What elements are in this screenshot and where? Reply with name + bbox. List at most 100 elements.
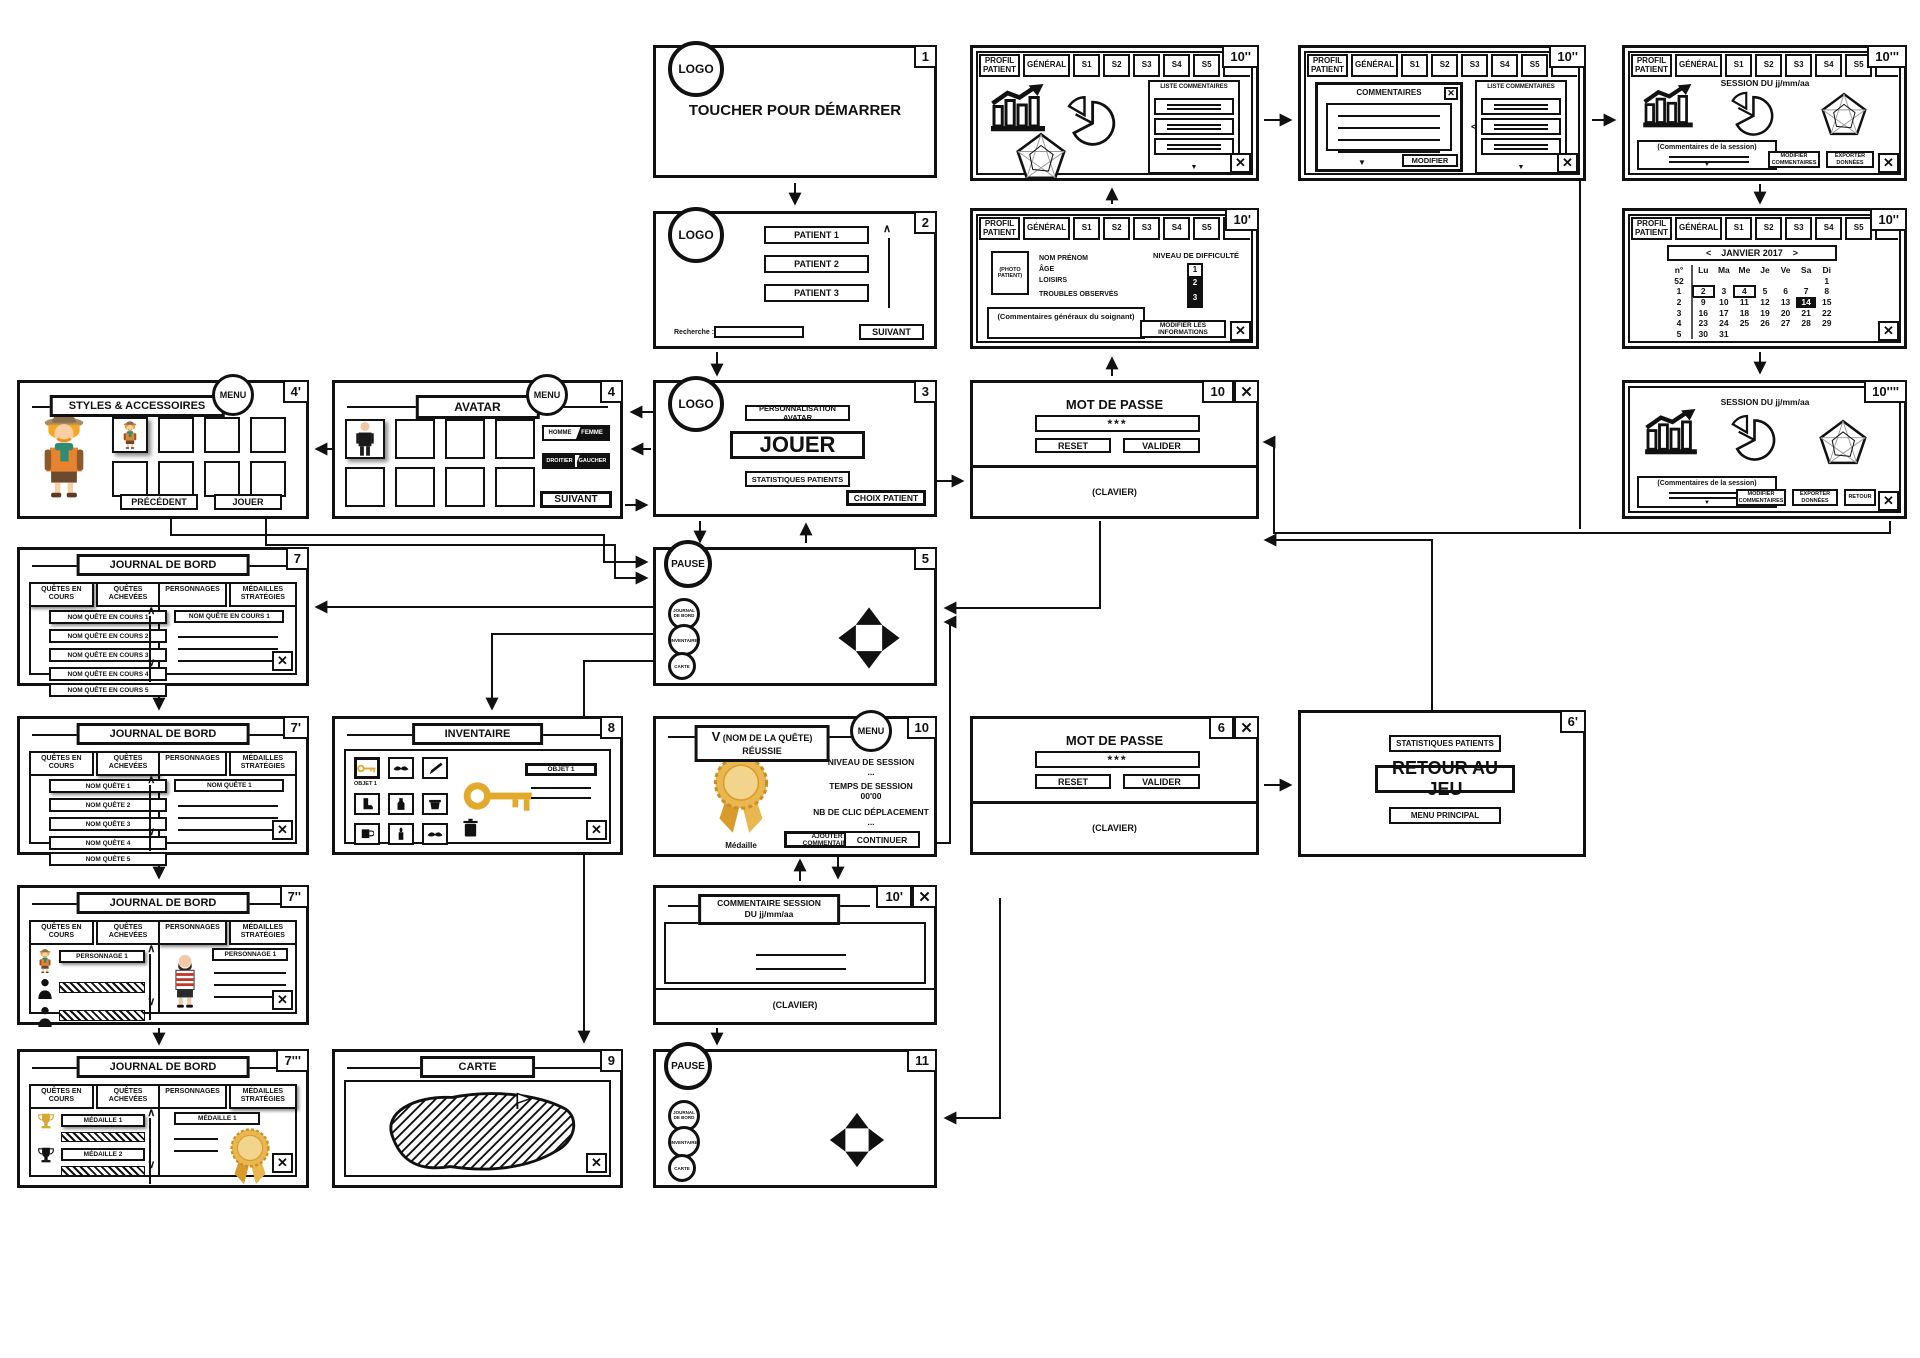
tab-s5[interactable]: S5 <box>1193 54 1221 77</box>
day-cell[interactable]: 19 <box>1760 307 1770 318</box>
search-input[interactable] <box>714 326 804 338</box>
inventory-cell[interactable] <box>422 823 448 845</box>
comment-list-item[interactable] <box>1154 118 1234 135</box>
day-cell[interactable]: 24 <box>1719 318 1729 329</box>
gaucher-option[interactable]: GAUCHER <box>575 455 608 467</box>
close-icon[interactable]: ✕ <box>272 651 293 671</box>
comment-text-area[interactable] <box>664 922 926 984</box>
menu-button[interactable]: MENU <box>526 374 568 416</box>
close-icon[interactable]: ✕ <box>1234 716 1259 739</box>
quest-scrollbar[interactable] <box>149 616 152 682</box>
close-icon[interactable]: ✕ <box>1878 491 1899 511</box>
next-month-button[interactable]: > <box>1792 248 1799 258</box>
close-icon[interactable]: ✕ <box>912 885 937 908</box>
tab-personnages[interactable]: PERSONNAGES <box>158 920 227 945</box>
tab-s2[interactable]: S2 <box>1755 217 1783 240</box>
droitier-gaucher-toggle[interactable]: DROITIER GAUCHER <box>542 453 610 469</box>
modifier-button[interactable]: MODIFIER <box>1402 154 1458 167</box>
island-map[interactable] <box>364 1084 594 1180</box>
suivant-button[interactable]: SUIVANT <box>540 491 612 508</box>
avatar-cell[interactable] <box>345 467 385 507</box>
tab-quetes-achevees[interactable]: QUÊTES ACHEVÉES <box>95 582 161 607</box>
password-field[interactable]: *** <box>1035 415 1200 432</box>
avatar-cell[interactable] <box>495 467 535 507</box>
tab-medailles-strategies[interactable]: MÉDAILLES STRATÉGIES <box>228 582 298 607</box>
scroll-down-icon[interactable]: ▼ <box>1704 162 1710 168</box>
quest-item[interactable]: NOM QUÊTE 1 <box>49 779 167 793</box>
close-icon[interactable]: ✕ <box>1557 153 1578 173</box>
modifier-commentaires-button[interactable]: MODIFIER COMMENTAIRES <box>1768 151 1820 168</box>
tab-quetes-en-cours[interactable]: QUÊTES EN COURS <box>29 920 94 945</box>
session-comments-box[interactable]: (Commentaires de la session) ▼ <box>1637 140 1777 170</box>
tab-quetes-achevees[interactable]: QUÊTES ACHEVÉES <box>95 751 161 776</box>
day-cell[interactable]: 30 <box>1698 328 1709 339</box>
tab-s3[interactable]: S3 <box>1133 54 1161 77</box>
personnage-scrollbar[interactable] <box>149 954 152 1020</box>
niveau-2[interactable]: 2 <box>1187 278 1203 293</box>
homme-option[interactable]: HOMME <box>544 427 576 439</box>
comment-list-item[interactable] <box>1154 138 1234 155</box>
day-cell[interactable] <box>1796 276 1817 287</box>
day-cell[interactable] <box>1755 329 1776 340</box>
femme-option[interactable]: FEMME <box>576 427 608 439</box>
quest-scrollbar[interactable] <box>149 785 152 851</box>
tab-medailles-strategies[interactable]: MÉDAILLES STRATÉGIES <box>228 751 298 776</box>
scroll-up-icon[interactable]: ∧ <box>147 774 156 786</box>
avatar-cell-selected[interactable] <box>345 419 385 459</box>
comment-list-item[interactable] <box>1481 138 1561 155</box>
patient-2-button[interactable]: PATIENT 2 <box>764 255 869 273</box>
day-cell[interactable]: 5 <box>1762 286 1768 297</box>
style-cell[interactable] <box>250 417 286 453</box>
day-cell[interactable]: 10 <box>1719 296 1729 307</box>
day-cell[interactable]: 1 <box>1824 275 1830 286</box>
inventory-cell-selected[interactable] <box>354 757 380 779</box>
tab-s1[interactable]: S1 <box>1073 217 1101 240</box>
day-cell[interactable]: 8 <box>1824 286 1830 297</box>
day-cell[interactable]: 23 <box>1698 318 1709 329</box>
day-cell[interactable]: 9 <box>1700 296 1706 307</box>
jouer-button[interactable]: JOUER <box>730 431 865 459</box>
modifier-informations-button[interactable]: MODIFIER LES INFORMATIONS <box>1140 320 1226 338</box>
start-label[interactable]: TOUCHER POUR DÉMARRER <box>688 102 902 119</box>
day-cell[interactable] <box>1775 329 1796 340</box>
style-cell-selected[interactable] <box>112 417 148 453</box>
scroll-down-icon[interactable]: ∨ <box>147 1159 156 1171</box>
close-icon[interactable]: ✕ <box>1230 321 1251 341</box>
prev-month-button[interactable]: < <box>1705 248 1712 258</box>
day-cell[interactable]: 16 <box>1698 307 1709 318</box>
inventaire-button[interactable]: INVENTAIRE <box>668 624 700 656</box>
tab-s2[interactable]: S2 <box>1103 217 1131 240</box>
medaille-item[interactable]: MÉDAILLE 2 <box>61 1148 145 1161</box>
tab-quetes-en-cours[interactable]: QUÊTES EN COURS <box>29 751 94 776</box>
day-cell[interactable]: 7 <box>1803 286 1809 297</box>
tab-s1[interactable]: S1 <box>1725 54 1753 77</box>
day-cell-selected[interactable]: 2 <box>1692 285 1715 298</box>
tab-s4[interactable]: S4 <box>1491 54 1519 77</box>
style-cell[interactable] <box>204 417 240 453</box>
tab-profil-patient[interactable]: PROFIL PATIENT <box>979 54 1021 77</box>
suivant-button[interactable]: SUIVANT <box>859 324 924 340</box>
day-cell[interactable]: 11 <box>1739 296 1749 307</box>
difficulte-selector[interactable]: 1 2 3 <box>1187 263 1203 308</box>
close-icon[interactable]: ✕ <box>1234 380 1259 403</box>
day-cell[interactable] <box>1714 276 1735 287</box>
tab-s3[interactable]: S3 <box>1785 217 1813 240</box>
pause-button[interactable]: PAUSE <box>664 1042 712 1090</box>
jouer-button[interactable]: JOUER <box>214 494 282 510</box>
quest-item[interactable]: NOM QUÊTE 4 <box>49 836 167 850</box>
tab-profil-patient[interactable]: PROFIL PATIENT <box>1631 217 1673 240</box>
tab-s4[interactable]: S4 <box>1163 54 1191 77</box>
tab-general[interactable]: GÉNÉRAL <box>1675 217 1723 240</box>
inventory-cell[interactable] <box>388 793 414 815</box>
valider-button[interactable]: VALIDER <box>1123 774 1200 789</box>
scroll-down-icon[interactable]: ∨ <box>147 657 156 669</box>
medaille-item[interactable]: MÉDAILLE 1 <box>61 1114 145 1127</box>
quest-item[interactable]: NOM QUÊTE 2 <box>49 798 167 812</box>
trash-icon[interactable] <box>462 818 479 838</box>
quest-item[interactable]: NOM QUÊTE EN COURS 5 <box>49 683 167 697</box>
style-cell[interactable] <box>158 461 194 497</box>
carte-button[interactable]: CARTE <box>668 652 696 680</box>
medaille-scrollbar[interactable] <box>149 1118 152 1184</box>
scroll-up-icon[interactable]: ∧ <box>883 223 892 235</box>
day-cell[interactable]: 25 <box>1739 318 1750 329</box>
